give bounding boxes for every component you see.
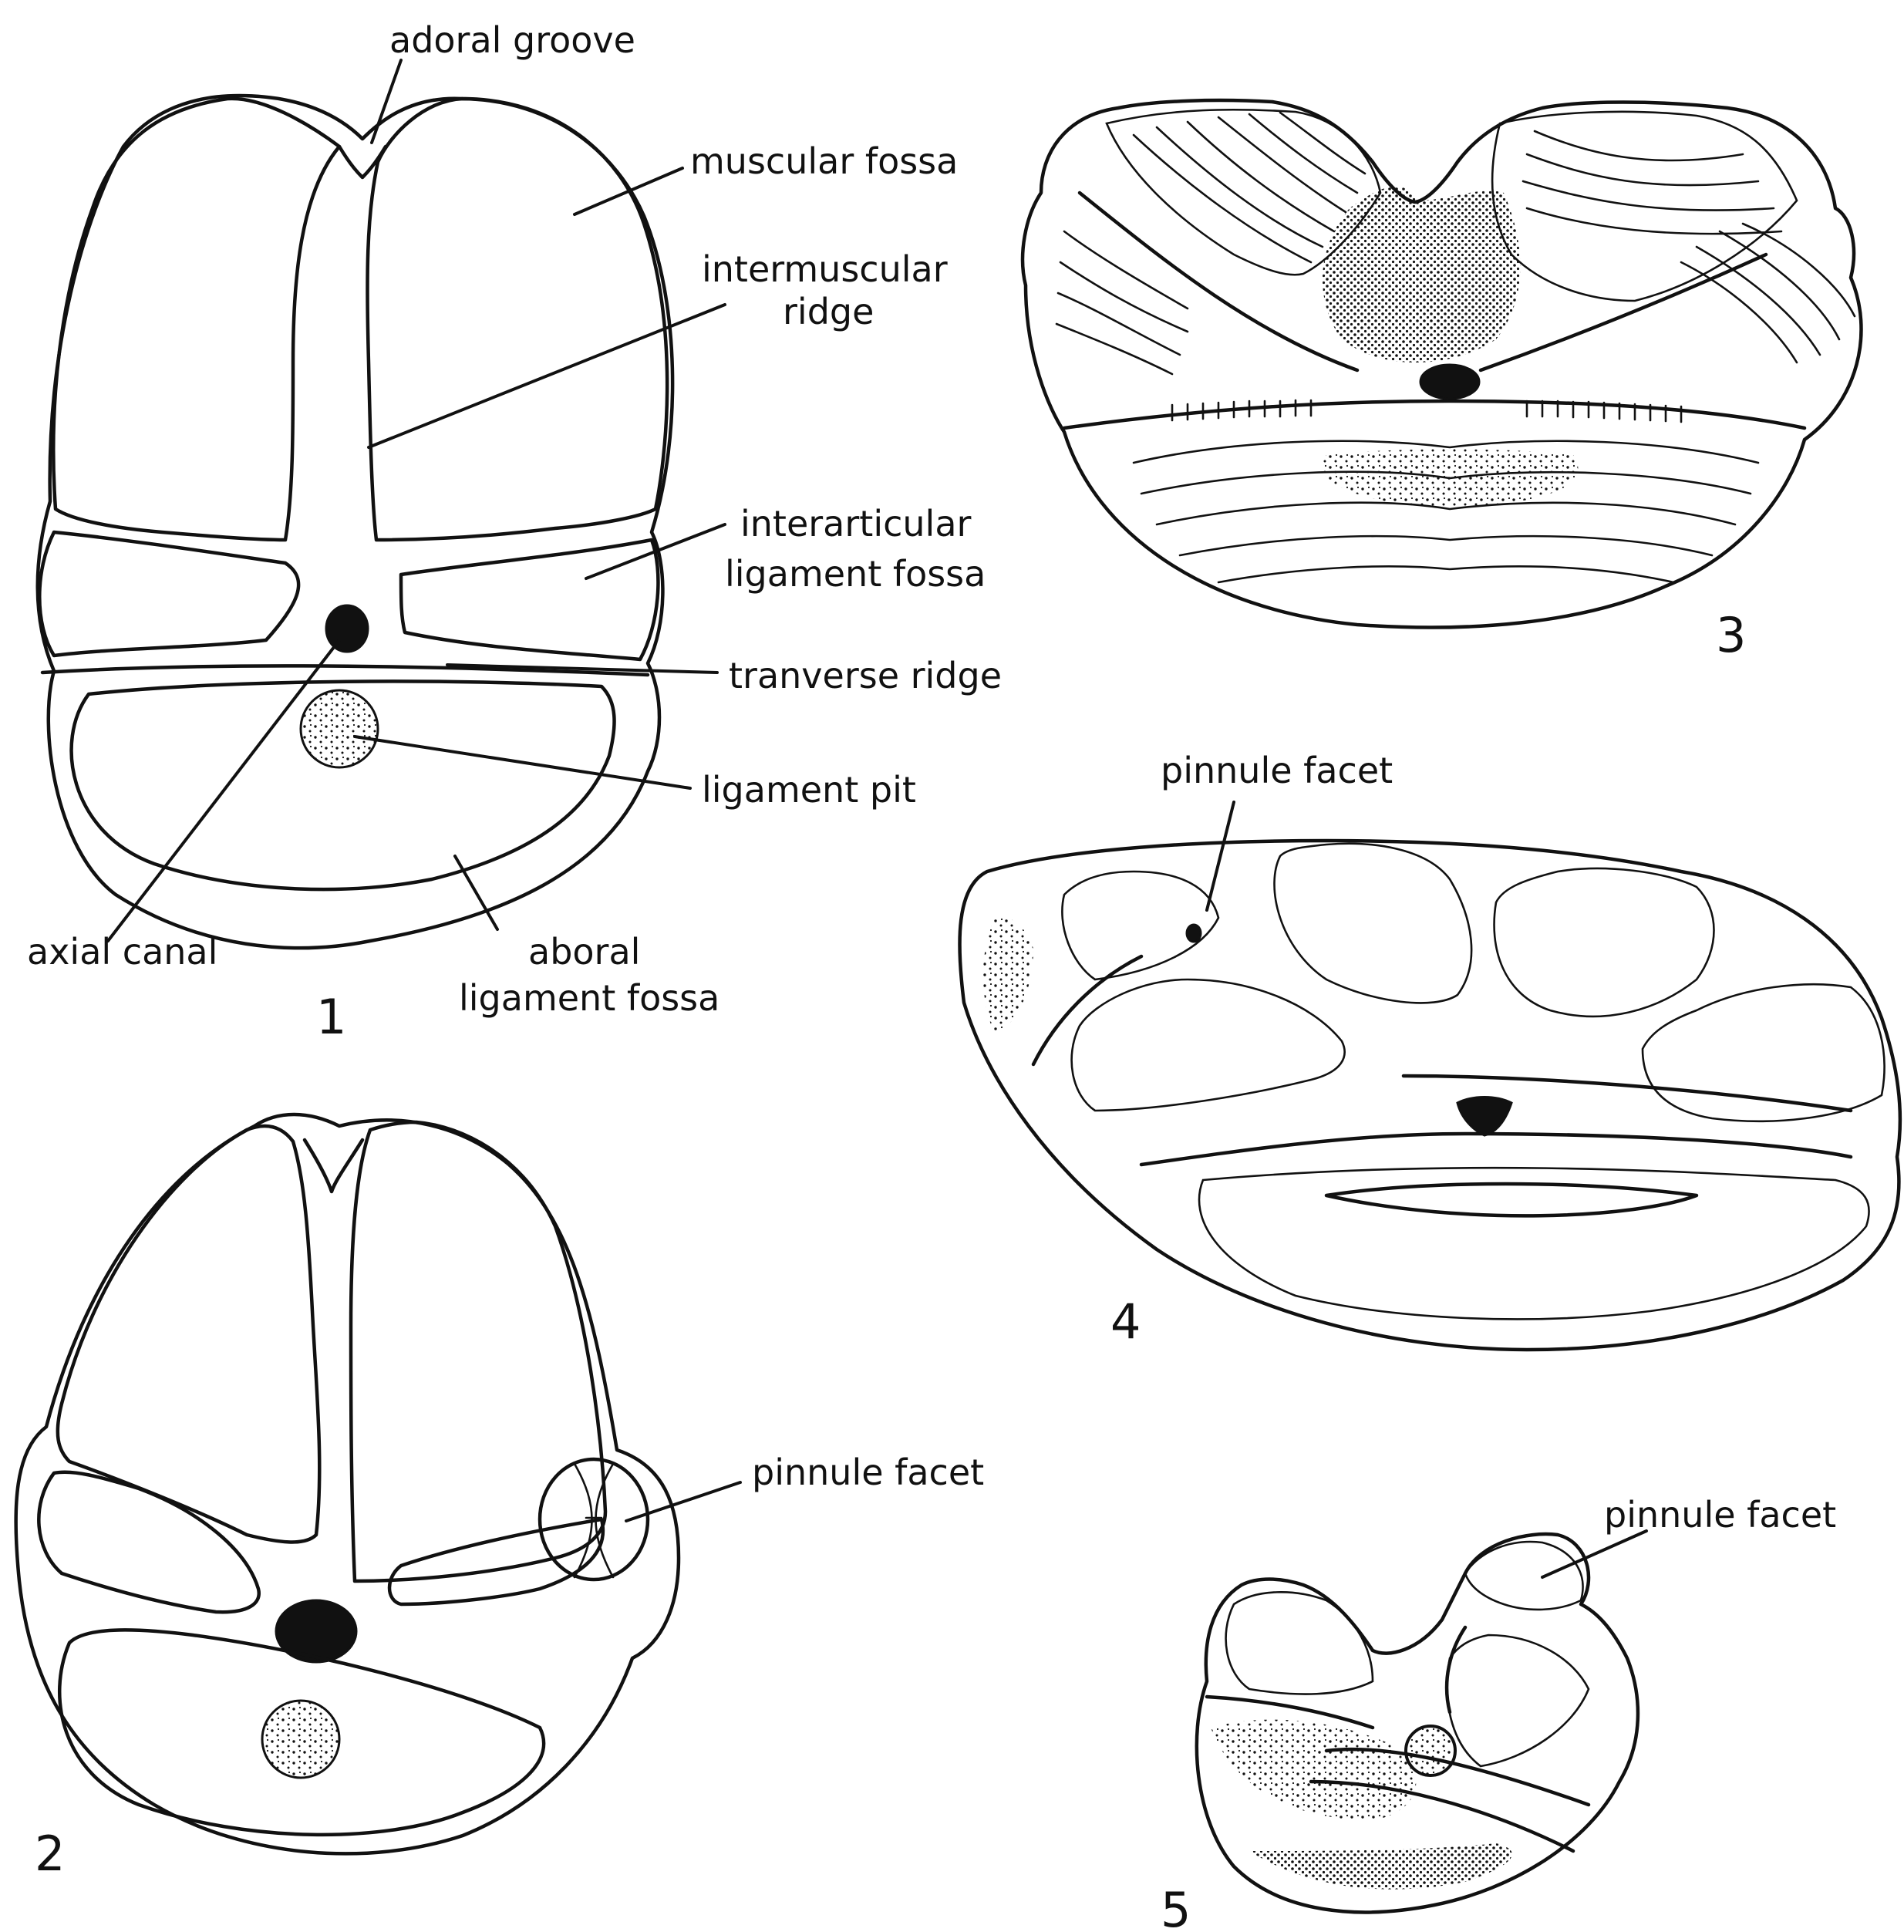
figure-2-brachial-facet-with-pinnule: pinnule facet 2 [16,1114,985,1882]
label-interarticular-line1: interarticular [740,503,972,545]
figure-number-5: 5 [1161,1882,1191,1932]
fig4-aboral-groove [1326,1184,1697,1216]
fig5-right-fossa [1447,1635,1589,1766]
fig4-transverse-ridge-lower [1141,1134,1851,1165]
fig1-ligament-pit [301,690,378,767]
fig5-bottom-stipple [1249,1843,1512,1890]
fig3-axial-canal [1420,365,1479,399]
fig4-left-edge-stipple [983,917,1033,1033]
fig4-fossa-center-right [1495,868,1714,1017]
fig4-fossa-center-left [1275,844,1472,1003]
figure-number-3: 3 [1716,607,1746,663]
fig2-outline [16,1114,679,1853]
fig2-leader-pinnule-facet [626,1482,740,1521]
label-interarticular-line2: ligament fossa [725,553,986,595]
fig1-outline [38,96,672,948]
fig2-ligament-pit [262,1701,339,1778]
label-aboral-line2: ligament fossa [459,977,719,1019]
fig2-right-interarticular-fossa [389,1519,603,1604]
fig5-axial-canal [1406,1726,1455,1775]
label-fig2-pinnule-facet: pinnule facet [752,1452,984,1493]
label-axial-canal: axial canal [27,931,217,973]
fig2-right-muscular-fossa [351,1122,605,1581]
figure-3-muscular-articulation: 3 [1023,100,1861,663]
fig1-leader-adoral-groove [372,60,401,143]
fig3-central-stipple [1323,187,1520,362]
fig3-transverse-ridge [1064,401,1805,428]
figure-number-1: 1 [316,989,346,1045]
label-fig4-pinnule-facet: pinnule facet [1161,750,1393,791]
fig3-aboral-stipple [1323,450,1578,510]
fig5-lower-stipple [1211,1720,1416,1820]
fig3-left-fossa-striations [1056,113,1365,374]
fig1-leader-muscular-fossa [575,168,682,214]
fig5-left-fossa [1226,1592,1373,1694]
label-intermuscular-ridge-line1: intermuscular [702,248,948,290]
fig5-leader-pinnule-facet [1542,1531,1646,1577]
figure-number-2: 2 [35,1826,65,1882]
fig4-fossa-lower-right [1643,984,1885,1121]
figure-4-muscular-articulation-pinnule: pinnule facet 4 [959,750,1899,1350]
fig1-right-muscular-fossa [367,99,667,540]
fig1-left-muscular-fossa [53,99,339,540]
fig1-leader-interarticular-fossa [586,524,725,578]
label-adoral-groove: adoral groove [389,19,635,61]
fig4-leader-pinnule-facet [1207,802,1234,910]
fig3-outline [1023,100,1861,627]
label-fig5-pinnule-facet: pinnule facet [1604,1494,1836,1536]
fig3-oblique-ridge-right [1481,255,1766,370]
figure-number-4: 4 [1110,1293,1141,1350]
label-intermuscular-ridge-line2: ridge [783,291,874,332]
fig4-aboral-fossa [1199,1168,1869,1319]
fig3-transverse-teeth [1172,400,1681,422]
fig4-fossa-lower-left [1072,979,1345,1111]
figure-1-brachial-facet: adoral groove muscular fossa intermuscul… [27,19,1002,1045]
label-transverse-ridge: tranverse ridge [729,655,1002,696]
fig1-leader-ligament-pit [355,737,690,788]
fig1-axial-canal [326,605,368,652]
figure-5-muscular-articulation-small: pinnule facet 5 [1161,1494,1836,1932]
fig4-axial-canal [1457,1097,1511,1136]
fig4-outline [959,841,1899,1350]
fig4-pinnule-canal [1187,925,1201,942]
label-aboral-line1: aboral [528,931,640,973]
fig1-left-interarticular-fossa [39,532,298,656]
fig3-right-fossa-striations [1523,131,1855,362]
label-ligament-pit: ligament pit [702,769,916,811]
fig2-adoral-groove [305,1140,362,1192]
fig2-left-muscular-fossa [58,1126,319,1542]
fig1-right-interarticular-fossa [401,540,658,659]
label-muscular-fossa: muscular fossa [690,140,958,182]
fig2-left-interarticular-fossa [39,1472,258,1613]
